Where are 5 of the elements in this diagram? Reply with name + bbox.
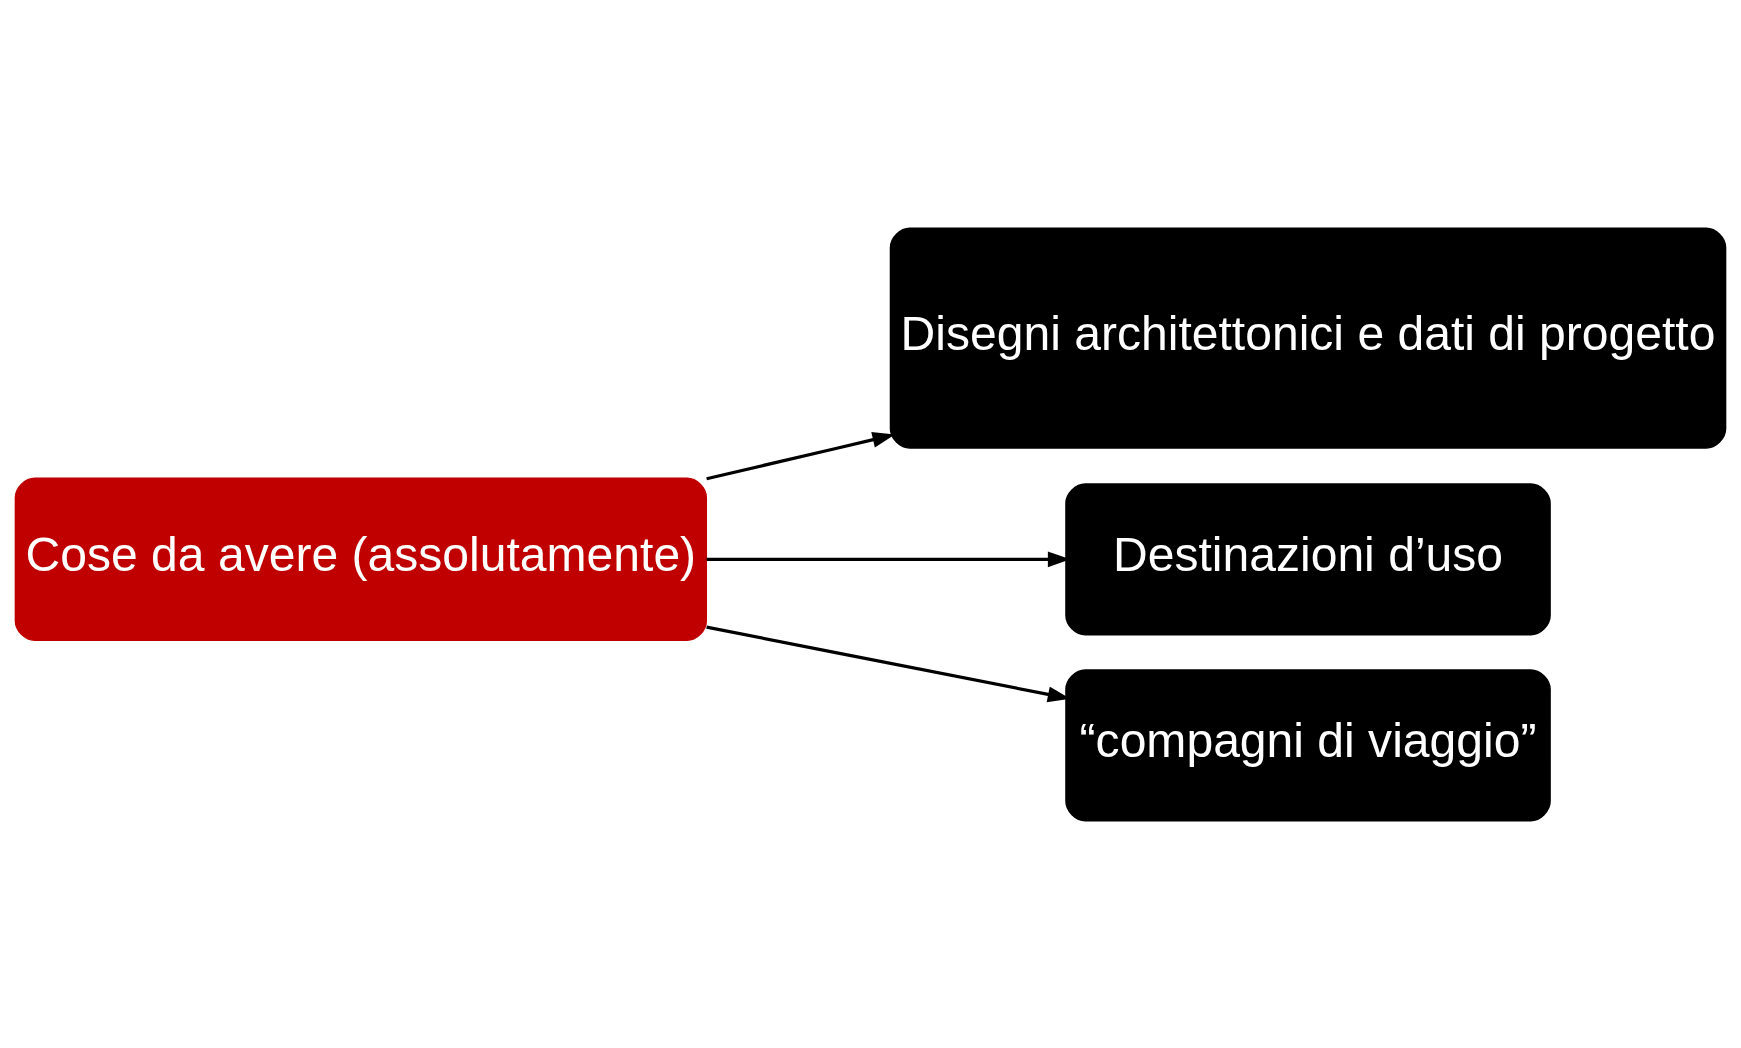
node-box: Destinazioni d’uso <box>1065 482 1551 635</box>
node-box: Cose da avere (assolutamente) <box>14 477 708 641</box>
node-box: Disegni architettonici e dati di progetto <box>889 227 1727 449</box>
arrow <box>706 431 895 480</box>
node-box: “compagni di viaggio” <box>1065 668 1551 821</box>
